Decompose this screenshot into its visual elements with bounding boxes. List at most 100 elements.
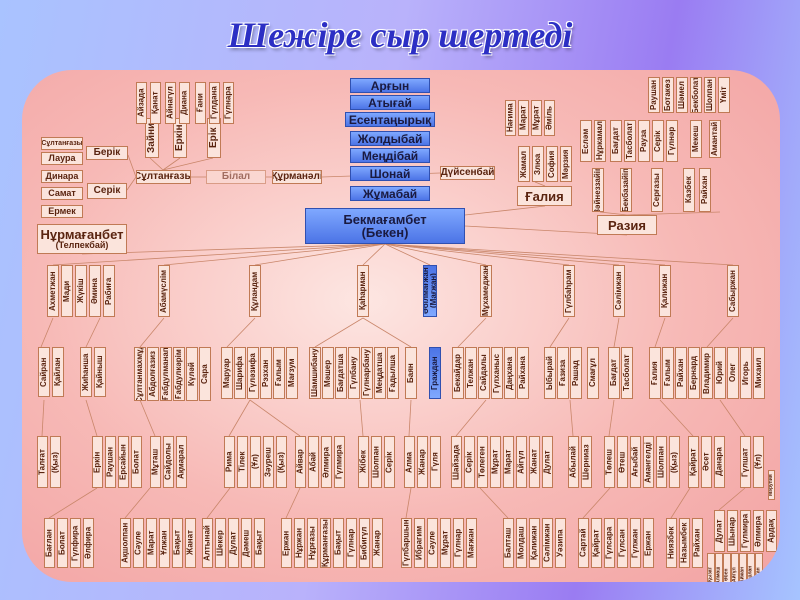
child-box: Нарлан — [747, 553, 755, 582]
child-box: Дәмеш — [241, 518, 252, 568]
child-box: Зәуреш — [263, 436, 274, 488]
child-box: Раушан — [105, 436, 116, 488]
root-name: Бекмағамбет — [343, 212, 427, 227]
connector-line — [85, 399, 98, 437]
child-box: Олег — [727, 347, 739, 399]
connector-line — [384, 243, 570, 266]
child-box: (Ұл) — [753, 436, 764, 488]
connector-line — [457, 317, 487, 348]
side-box-nurmaganbet: Нұрмағанбет(Телпекбай) — [37, 224, 127, 254]
child-box: Сұлтанмахмұд — [134, 347, 146, 401]
connector-line — [455, 399, 487, 437]
child-box: Гүлбану — [348, 347, 360, 399]
child-box: Зәйнеззайіп — [592, 168, 604, 212]
child-box: Рима — [224, 436, 235, 488]
connector-line — [254, 243, 386, 266]
lineage-box: Жолдыбай — [350, 131, 430, 146]
child-box: Марат — [146, 518, 157, 568]
child-box: Райхан — [692, 518, 703, 568]
child-box: Гүлмира — [334, 436, 345, 488]
child-box: Сәуле — [427, 518, 438, 568]
child-box: Гүлбаршын — [401, 518, 412, 568]
child-box: Гүлжан — [630, 518, 641, 568]
child-box: Рауза — [638, 120, 650, 162]
child-box: Ғани — [195, 82, 206, 124]
lineage-box: Есентаңырық — [345, 112, 435, 127]
connector-line — [249, 399, 301, 437]
child-box: Ғабдулкәрім — [173, 347, 185, 401]
child-box: Мұрат — [531, 100, 542, 136]
child-box: Сайдолы — [163, 436, 174, 488]
connector-line — [285, 487, 301, 519]
child-box: Мәрзия — [560, 146, 572, 182]
child-box: Ақшолпан — [120, 518, 131, 568]
child-box: Әлмира — [753, 510, 764, 552]
connector-line — [569, 399, 574, 437]
child-box: Мұрат — [440, 518, 451, 568]
child-box: Болат — [57, 518, 68, 568]
child-box: Ерік — [207, 118, 221, 158]
child-box: (Ұл) — [250, 436, 261, 488]
child-box: Гүлнәр — [666, 120, 678, 162]
child-box: Әбілмағжан (Мағжан) — [423, 265, 437, 317]
child-box: Нұркамал — [594, 120, 606, 162]
connector-line — [408, 399, 412, 437]
connector-line — [384, 243, 666, 266]
connector-line — [139, 317, 165, 348]
child-box: Михаил — [753, 347, 765, 399]
connector-line — [719, 399, 746, 437]
connector-line — [162, 157, 214, 171]
child-box: Қайрат — [591, 518, 602, 568]
connector-line — [162, 157, 181, 171]
child-box: Ахметжан — [47, 265, 59, 317]
connector-line — [163, 243, 386, 266]
nurmaganbet-name: Нұрмағанбет — [40, 227, 124, 242]
child-box: Ақмарал — [176, 436, 187, 488]
connector-line — [626, 211, 721, 216]
child-box: Данара — [714, 436, 725, 488]
connector-line — [314, 317, 364, 348]
child-box: Шарифа — [234, 347, 246, 399]
child-box: Меңдатша — [374, 347, 386, 399]
child-box: Бағдат — [608, 347, 620, 399]
child-box: Бекайдар — [452, 347, 464, 399]
child-box: Динара — [41, 170, 83, 183]
child-box: Бақыт — [333, 518, 344, 568]
child-box: Алтынай — [202, 518, 213, 568]
child-box: Ыбырай — [544, 347, 556, 399]
side-box-serik: Серік — [87, 183, 127, 199]
child-box: Айжан — [739, 553, 747, 582]
child-box: Бақыт — [254, 518, 265, 568]
child-box: Бағлан — [44, 518, 55, 568]
child-box: Күләй — [186, 347, 198, 401]
connector-line — [384, 243, 431, 266]
child-box: Амангелді — [643, 436, 654, 488]
child-box: Казбек — [683, 168, 695, 212]
child-box: Раушан — [648, 77, 660, 113]
lineage-box: Меңдібай — [350, 148, 430, 163]
connector-line — [52, 243, 386, 266]
side-box-raziya: Разия — [597, 215, 657, 235]
child-box: Әбен — [723, 553, 731, 582]
connector-line — [362, 243, 386, 266]
root-box-bekmagambet: Бекмағамбет(Бекен) — [305, 208, 465, 244]
child-box: Мұташ — [150, 436, 161, 488]
child-box: Жүкіш — [75, 265, 87, 317]
connector-line — [384, 243, 620, 266]
child-box: Маруар — [221, 347, 233, 399]
child-box: Мекеш — [690, 120, 702, 158]
child-box: Қайрат — [688, 436, 699, 488]
connector-line — [127, 154, 137, 178]
child-box: Сәуле — [133, 518, 144, 568]
connector-line — [359, 399, 364, 437]
connector-line — [384, 243, 487, 266]
child-box: Гүлнар — [346, 518, 357, 568]
child-box: Ермек — [41, 205, 83, 218]
child-box: Төлеген — [477, 436, 488, 488]
child-box: Ғадылша — [387, 347, 399, 399]
child-box: Айгүл — [516, 436, 527, 488]
child-box: Әмина — [89, 265, 101, 317]
connector-line — [659, 399, 694, 437]
child-box: Мәрупия — [768, 470, 775, 500]
connector-line — [464, 205, 546, 216]
